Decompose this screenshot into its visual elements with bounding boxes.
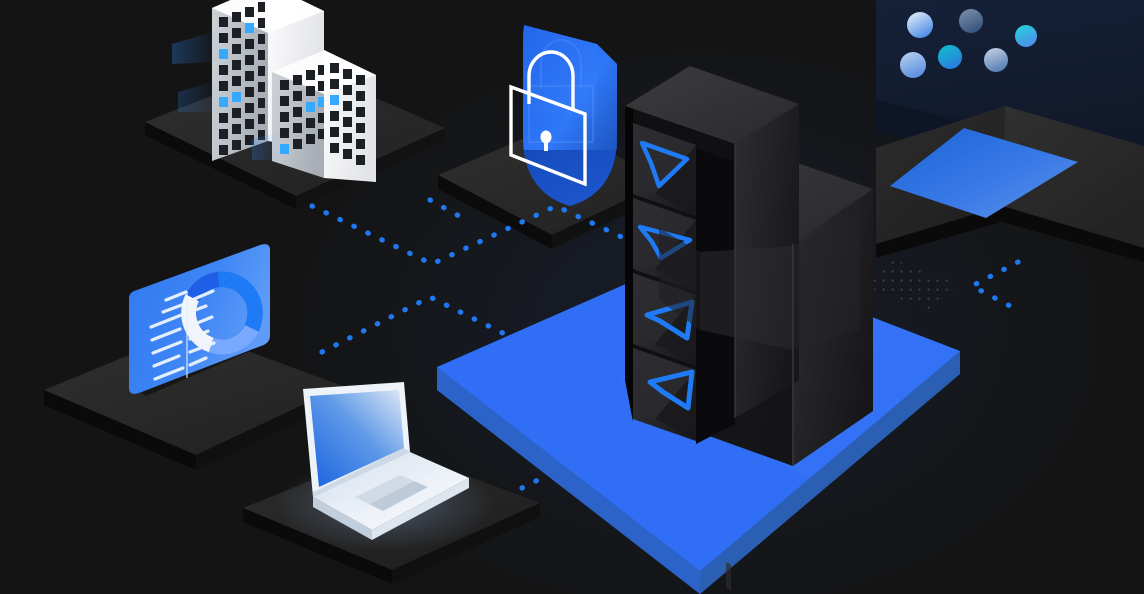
- node-office-buildings[interactable]: [145, 0, 445, 209]
- dashboard-platform-side-left: [44, 390, 196, 470]
- node-laptop-client[interactable]: [243, 382, 540, 584]
- laptop-base-front: [313, 497, 372, 540]
- cloud-node-circle: [907, 12, 933, 38]
- cloud-node-circle: [938, 45, 962, 69]
- cloud-tile: [890, 128, 1078, 218]
- rack-panel-facet: [633, 348, 696, 419]
- rack-left-top: [625, 66, 799, 144]
- connector-buildings: [309, 203, 631, 267]
- padlock-plate: [509, 84, 587, 187]
- building-b-glow-beam: [252, 132, 280, 160]
- cloud-node-circle: [959, 9, 983, 33]
- rack-panel-facet-2: [655, 370, 696, 441]
- cloud-node-circle: [984, 48, 1008, 72]
- mainframe-rim-left: [437, 367, 700, 594]
- dashboard-platform-top: [44, 330, 343, 455]
- mainframe-dot-texture: [862, 258, 960, 310]
- node-cloud-nodes[interactable]: [876, 0, 1144, 262]
- laptop-platform-side-right: [392, 503, 540, 584]
- building-a-glow-beam-2: [178, 80, 219, 112]
- building-a-glow-beam: [172, 30, 219, 64]
- connector-cloud: [966, 259, 1021, 311]
- mainframe-rim-right: [700, 351, 960, 594]
- shield-body-highlight: [524, 25, 597, 120]
- node-mainframe-servers[interactable]: IBM: [437, 66, 960, 594]
- rack-left-inner-edge: [625, 106, 633, 422]
- cloud-node-circle: [1015, 25, 1037, 47]
- building-a-roof: [212, 0, 324, 33]
- cloud-platform-side: [876, 206, 1144, 262]
- shield-body-bottom: [523, 136, 617, 206]
- building-a-lit-windows: [219, 23, 254, 107]
- laptop-hinge: [313, 448, 410, 497]
- cloud-tile-shadow: [890, 128, 1078, 218]
- donut-chart-icon: [181, 271, 263, 355]
- buildings-platform-side-left: [145, 122, 296, 209]
- shield-platform-side-left: [438, 175, 552, 249]
- rack-right-vent: [726, 562, 731, 591]
- laptop-screen: [310, 390, 404, 487]
- building-b-lit-windows: [280, 95, 339, 154]
- laptop-keyboard: [324, 452, 440, 508]
- laptop-platform-side-left: [243, 508, 392, 584]
- rack-right-diamond-facets: [659, 212, 860, 350]
- cloud-platform-top: [1002, 106, 1144, 248]
- dashboard-text-lines: [149, 289, 216, 381]
- rack-panel-accent: [647, 369, 695, 411]
- lock-shield-icon: [527, 50, 575, 110]
- padlock-keyhole: [540, 130, 552, 144]
- rack-panel-accent: [639, 140, 690, 189]
- cloud-node-circle: [900, 52, 926, 78]
- padlock-keyhole-stem: [544, 138, 548, 151]
- rack-panel-facet: [633, 123, 696, 194]
- laptop-base-right: [372, 478, 469, 540]
